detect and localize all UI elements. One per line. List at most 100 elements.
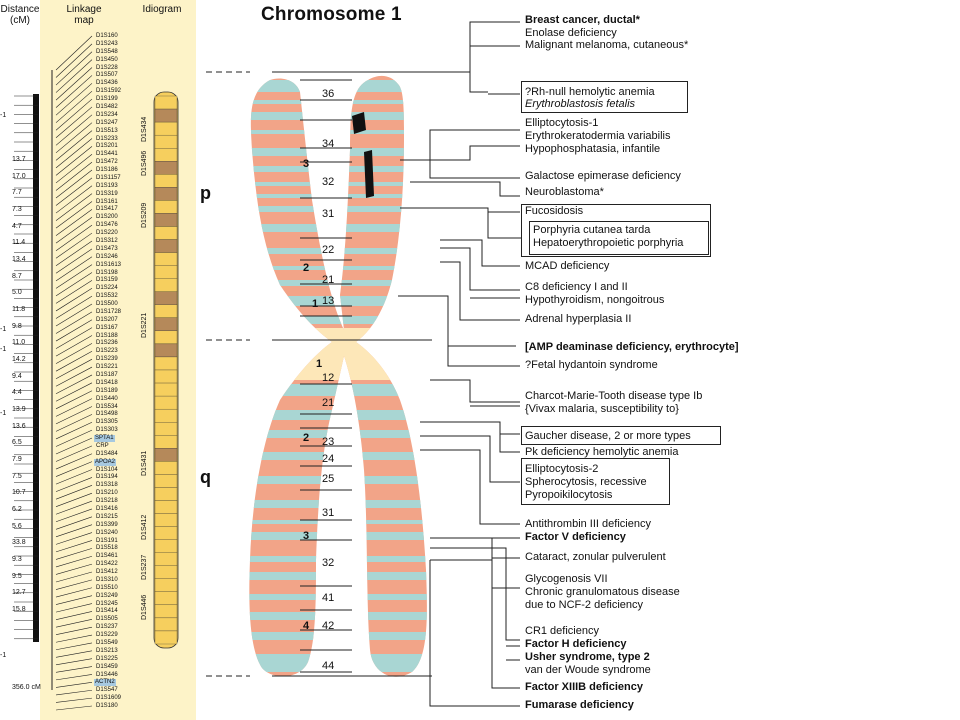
linkage-line bbox=[55, 674, 93, 681]
ideogram-band bbox=[154, 121, 178, 136]
q-band-number: 31 bbox=[322, 507, 335, 519]
linkage-line bbox=[55, 295, 93, 319]
marker-label: D1S1613 bbox=[96, 261, 122, 268]
teal-band bbox=[340, 384, 427, 396]
ideogram-band bbox=[154, 369, 178, 384]
connector-path bbox=[469, 72, 488, 93]
linkage-line bbox=[55, 398, 93, 417]
ideogram-band bbox=[154, 265, 178, 279]
linkage-line bbox=[55, 335, 93, 357]
q-region-label: 4 bbox=[303, 620, 310, 632]
marker-label: D1S549 bbox=[96, 639, 118, 646]
teal-band bbox=[249, 520, 344, 524]
marker-label: D1S187 bbox=[96, 371, 118, 378]
distance-value: 11.8 bbox=[12, 306, 26, 313]
disease-label: Hypophosphatasia, infantile bbox=[525, 143, 661, 155]
linkage-line bbox=[55, 217, 93, 244]
teal-band bbox=[340, 280, 427, 286]
linkage-line bbox=[55, 209, 93, 236]
marker-label: D1S1609 bbox=[96, 695, 122, 702]
linkage-line bbox=[55, 177, 93, 206]
linkage-line bbox=[55, 146, 93, 176]
connector-path bbox=[440, 247, 520, 291]
distance-header-unit: (cM) bbox=[10, 15, 30, 26]
disease-label: Gaucher disease, 2 or more types bbox=[525, 430, 691, 442]
ideogram-band bbox=[154, 174, 178, 188]
marker-label: D1S247 bbox=[96, 119, 118, 126]
distance-value: 5.6 bbox=[12, 522, 22, 530]
teal-band bbox=[249, 166, 344, 172]
disease-label: Pk deficiency hemolytic anemia bbox=[525, 446, 679, 458]
linkage-line bbox=[55, 311, 93, 334]
teal-band bbox=[249, 266, 344, 270]
disease-label: Spherocytosis, recessive bbox=[525, 476, 647, 488]
ideogram-band bbox=[154, 304, 178, 318]
distance-value: 9.5 bbox=[12, 572, 22, 580]
disease-label: [AMP deaminase deficiency, erythrocyte] bbox=[525, 341, 739, 353]
teal-band bbox=[249, 224, 344, 232]
teal-band bbox=[340, 520, 427, 524]
distance-value: 10.7 bbox=[12, 489, 26, 497]
q-band-number: 41 bbox=[322, 592, 335, 604]
teal-band bbox=[249, 384, 344, 396]
linkage-line bbox=[55, 642, 93, 651]
ideogram-band bbox=[154, 604, 178, 619]
ideogram-band bbox=[154, 291, 178, 305]
marker-label: D1S305 bbox=[96, 419, 118, 426]
marker-label: D1S418 bbox=[96, 379, 118, 386]
teal-band bbox=[340, 166, 427, 172]
teal-band bbox=[340, 148, 427, 156]
linkage-line bbox=[55, 224, 93, 251]
disease-label: Hypothyroidism, nongoitrous bbox=[525, 294, 665, 306]
linkage-line bbox=[55, 689, 93, 696]
distance-value: 11.0 bbox=[12, 339, 26, 347]
disease-label: Erythroblastosis fetalis bbox=[525, 98, 636, 110]
teal-band bbox=[340, 80, 427, 92]
linkage-line bbox=[55, 500, 93, 515]
distance-value: 7.3 bbox=[12, 206, 22, 213]
marker-label: D1S513 bbox=[96, 127, 118, 134]
teal-band bbox=[340, 182, 427, 186]
ideogram-band bbox=[154, 500, 178, 514]
ideogram-band bbox=[154, 148, 178, 162]
total-distance: 356.0 cM bbox=[12, 684, 41, 691]
marker-label: D1S450 bbox=[96, 56, 118, 63]
marker-label: D1S201 bbox=[96, 143, 118, 150]
disease-label: Antithrombin III deficiency bbox=[525, 518, 651, 530]
ideogram-band bbox=[154, 474, 178, 488]
gaucher-box bbox=[521, 426, 721, 445]
arm-p-label: p bbox=[200, 183, 211, 203]
diagram-title: Chromosome 1 bbox=[261, 4, 402, 25]
disease-label: ?Rh-null hemolytic anemia bbox=[525, 86, 655, 98]
marker-label: D1S249 bbox=[96, 592, 118, 599]
distance-bar bbox=[33, 94, 39, 642]
linkage-line bbox=[55, 114, 93, 146]
teal-band bbox=[340, 612, 427, 620]
marker-label: D1S518 bbox=[96, 545, 118, 552]
ideogram-band bbox=[154, 134, 178, 149]
teal-band bbox=[340, 500, 427, 508]
disease-label: Porphyria cutanea tarda bbox=[533, 224, 651, 236]
marker-label: D1S200 bbox=[96, 214, 118, 221]
marker-label: D1S507 bbox=[96, 72, 118, 79]
marker-label: D1S193 bbox=[96, 182, 118, 189]
ideogram-band bbox=[154, 343, 178, 358]
linkage-map-column bbox=[40, 0, 128, 720]
teal-band bbox=[249, 296, 344, 306]
p-band-number: 13 bbox=[322, 295, 335, 307]
marker-label: D1S303 bbox=[96, 427, 118, 434]
distance-value: 14.2 bbox=[12, 356, 26, 363]
linkage-line bbox=[55, 477, 93, 492]
disease-label: Pyropoikilocytosis bbox=[525, 489, 613, 501]
linkage-line bbox=[55, 461, 93, 477]
marker-label: D1S318 bbox=[96, 482, 118, 489]
teal-band bbox=[249, 452, 344, 460]
marker-label: D1S476 bbox=[96, 222, 118, 229]
right-chromatid bbox=[340, 75, 427, 677]
distance-value: 9.3 bbox=[12, 556, 22, 563]
ideogram-band bbox=[154, 239, 178, 253]
teal-band bbox=[249, 280, 344, 286]
teal-band bbox=[249, 248, 344, 254]
linkage-line bbox=[55, 83, 93, 116]
marker-label: D1S548 bbox=[96, 48, 118, 55]
